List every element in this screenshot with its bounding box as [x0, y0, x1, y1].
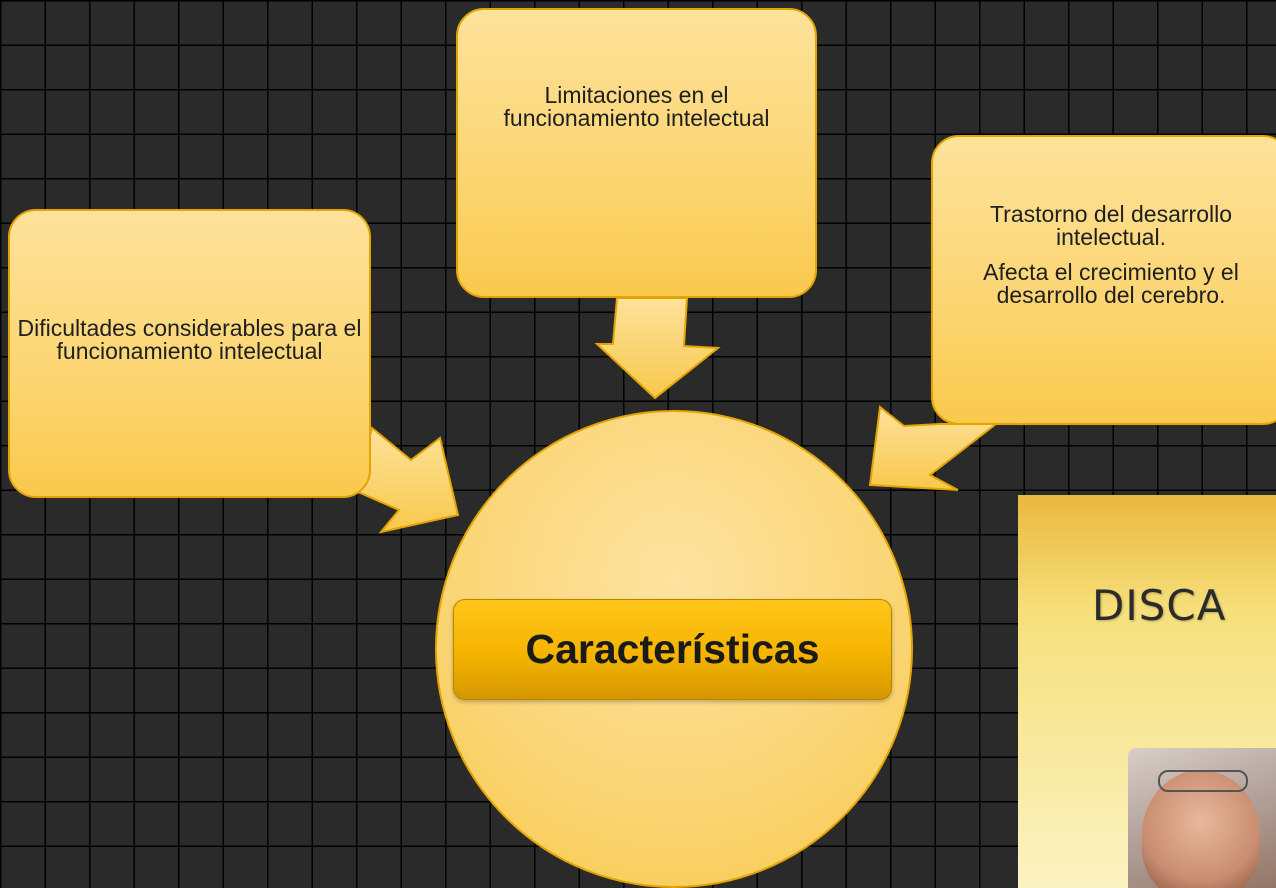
slide-title: DISCA	[1092, 581, 1227, 630]
box-right-text-2: Afecta el crecimiento y el desarrollo de…	[983, 259, 1239, 308]
box-top-text: Limitaciones en el funcionamiento intele…	[503, 82, 770, 131]
arrow-top	[594, 297, 721, 400]
glasses-icon	[1158, 770, 1248, 792]
slide-photo	[1128, 748, 1276, 888]
box-left-text: Dificultades considerables para el funci…	[17, 314, 362, 364]
box-dificultades: Dificultades considerables para el funci…	[8, 209, 371, 498]
slide-thumbnail[interactable]: DISCA	[1018, 495, 1276, 888]
box-trastorno: Trastorno del desarrollo intelectual. Af…	[931, 135, 1276, 425]
center-label: Características	[453, 599, 892, 700]
box-limitaciones: Limitaciones en el funcionamiento intele…	[456, 8, 817, 298]
box-right-text-1: Trastorno del desarrollo intelectual.	[989, 201, 1233, 250]
arrow-left	[354, 426, 460, 534]
arrow-right	[868, 405, 999, 491]
